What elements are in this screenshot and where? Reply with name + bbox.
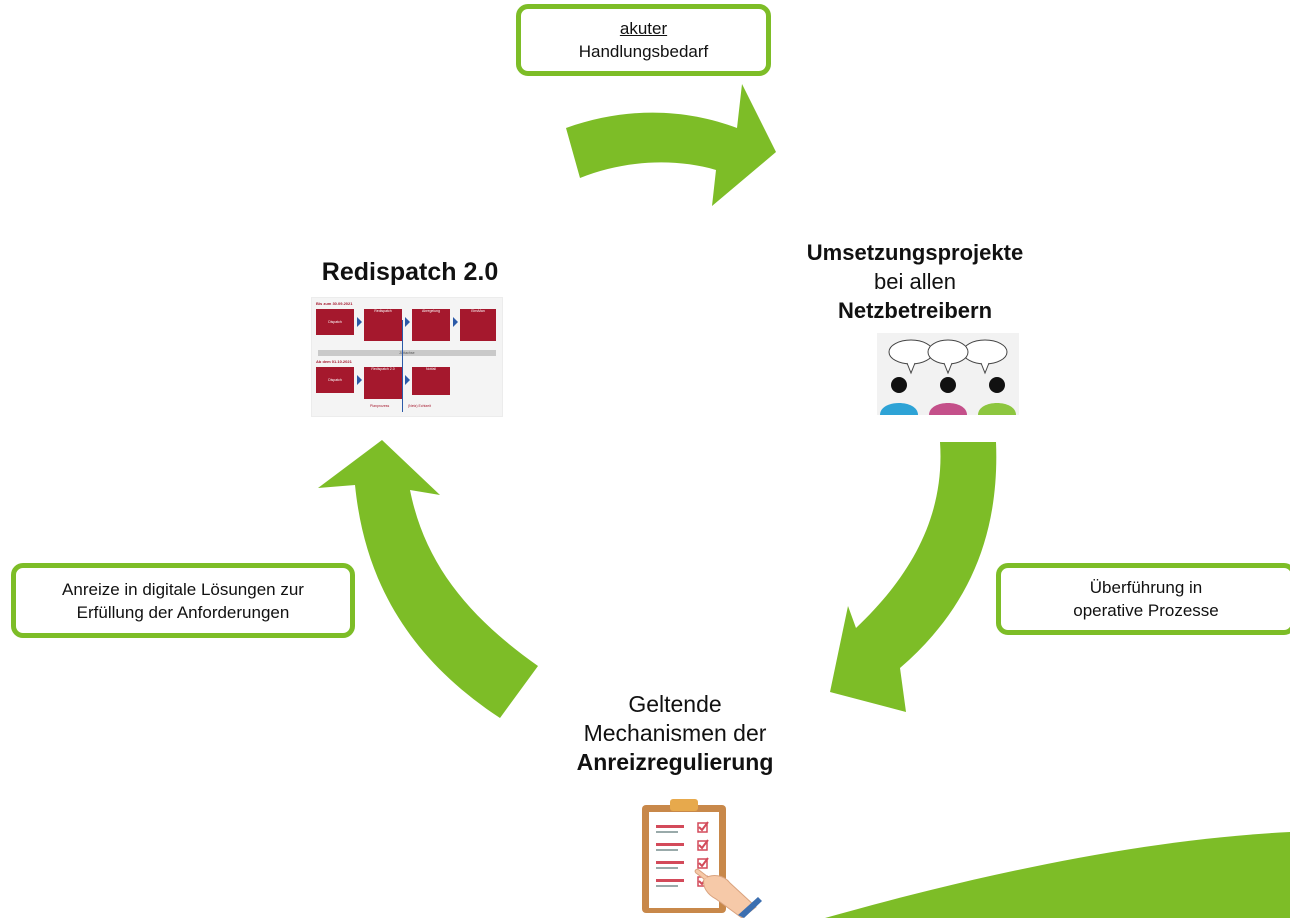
callout-right-line1: Überführung in bbox=[1089, 578, 1203, 597]
callout-left-line1: Anreize in digitale Lösungen zur bbox=[62, 579, 304, 599]
callout-akuter-handlungsbedarf: akuter Handlungsbedarf bbox=[516, 4, 771, 76]
geltende-line1: Geltende bbox=[628, 691, 722, 717]
umsetzung-line2: bei allen bbox=[874, 269, 956, 294]
geltende-line2: Mechanismen der bbox=[583, 720, 767, 746]
clipboard-checklist-icon bbox=[638, 795, 762, 923]
umsetzung-line3: Netzbetreibern bbox=[837, 298, 993, 323]
umsetzungsprojekte-label: Umsetzungsprojekte bei allen Netzbetreib… bbox=[770, 238, 1060, 325]
anreizregulierung-label: Geltende Mechanismen der Anreizregulieru… bbox=[530, 690, 820, 777]
callout-left-line2: Erfüllung der Anforderungen bbox=[76, 602, 290, 622]
callout-top-line2: Handlungsbedarf bbox=[578, 42, 709, 61]
callout-anreize: Anreize in digitale Lösungen zur Erfüllu… bbox=[11, 563, 355, 638]
arrow-top bbox=[566, 84, 776, 206]
callout-top-line1: akuter bbox=[619, 19, 668, 38]
geltende-line3: Anreizregulierung bbox=[576, 749, 774, 775]
redispatch-title: Redispatch 2.0 bbox=[321, 258, 499, 286]
redispatch-process-image: Bis zum 30.09.2021 Dispatch Redispatch A… bbox=[311, 297, 503, 417]
arrow-right bbox=[830, 442, 997, 712]
umsetzung-line1: Umsetzungsprojekte bbox=[806, 240, 1024, 265]
arrow-bottom-right bbox=[825, 832, 1290, 918]
people-speech-bubbles-icon bbox=[877, 333, 1019, 415]
callout-ueberfuehrung: Überführung in operative Prozesse bbox=[996, 563, 1290, 635]
callout-right-line2: operative Prozesse bbox=[1073, 601, 1219, 620]
arrow-left bbox=[318, 440, 538, 718]
